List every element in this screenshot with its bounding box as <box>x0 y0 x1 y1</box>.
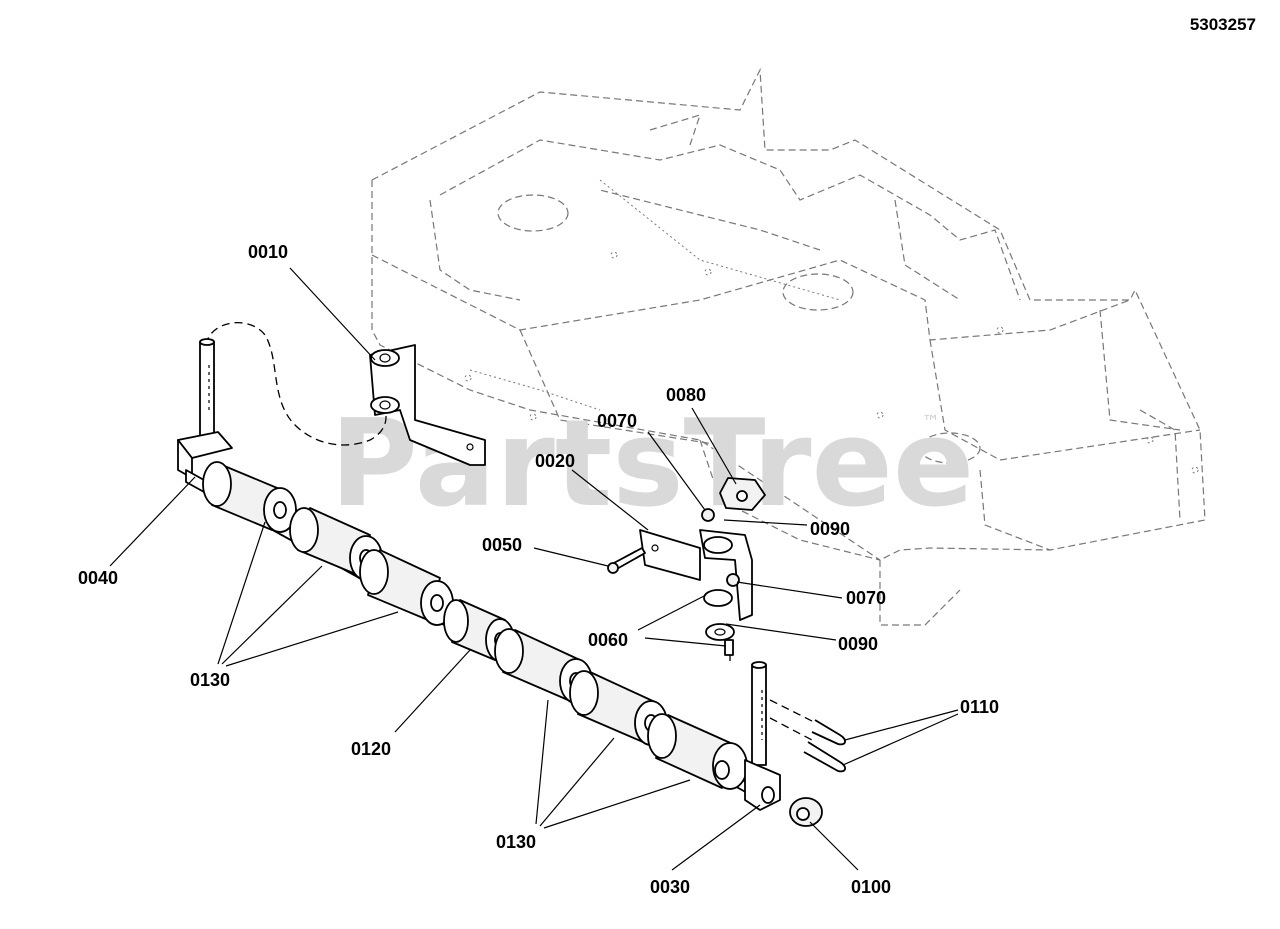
part-0060-bolt <box>724 639 734 656</box>
part-0050-bolt <box>607 547 646 574</box>
callout-0030: 0030 <box>650 877 690 897</box>
callout-0130-upper: 0130 <box>190 670 230 690</box>
part-0010-deck-bracket <box>369 344 486 466</box>
mower-deck-outline <box>371 67 1206 626</box>
callout-0020: 0020 <box>535 451 575 471</box>
part-0070-nut-lower <box>726 573 740 587</box>
callout-0090-lower: 0090 <box>838 634 878 654</box>
part-0070-nut-upper <box>701 508 715 522</box>
callout-0080: 0080 <box>666 385 706 405</box>
callout-0090-upper: 0090 <box>810 519 850 539</box>
roller-0130-5 <box>569 670 668 746</box>
callout-0100: 0100 <box>851 877 891 897</box>
roller-0130-1 <box>202 461 297 533</box>
part-0020-bracket-assembly <box>639 529 753 665</box>
roller-0130-3 <box>359 549 454 626</box>
part-0110-hairpin-clips <box>769 699 846 773</box>
callout-0110: 0110 <box>960 697 999 717</box>
callout-0060: 0060 <box>588 630 628 650</box>
part-0080-nut <box>719 477 766 511</box>
part-0030-right-bracket <box>744 661 781 811</box>
callout-0040: 0040 <box>78 568 118 588</box>
callout-0050: 0050 <box>482 535 522 555</box>
callout-0010: 0010 <box>248 242 288 262</box>
callout-0070-lower: 0070 <box>846 588 886 608</box>
trademark-symbol: ™ <box>922 412 940 433</box>
watermark-text: PartsTree <box>330 395 974 534</box>
rollers <box>202 461 748 790</box>
callout-0070-upper: 0070 <box>597 411 637 431</box>
callout-labels: 0010 0020 0030 0040 0050 0060 0070 0070 … <box>78 242 999 897</box>
leader-lines <box>109 267 959 871</box>
roller-0130-6 <box>647 713 748 790</box>
callout-0130-lower: 0130 <box>496 832 536 852</box>
part-0100-bushing <box>789 797 823 827</box>
callout-0120: 0120 <box>351 739 391 759</box>
diagram-number: 5303257 <box>1190 15 1256 34</box>
